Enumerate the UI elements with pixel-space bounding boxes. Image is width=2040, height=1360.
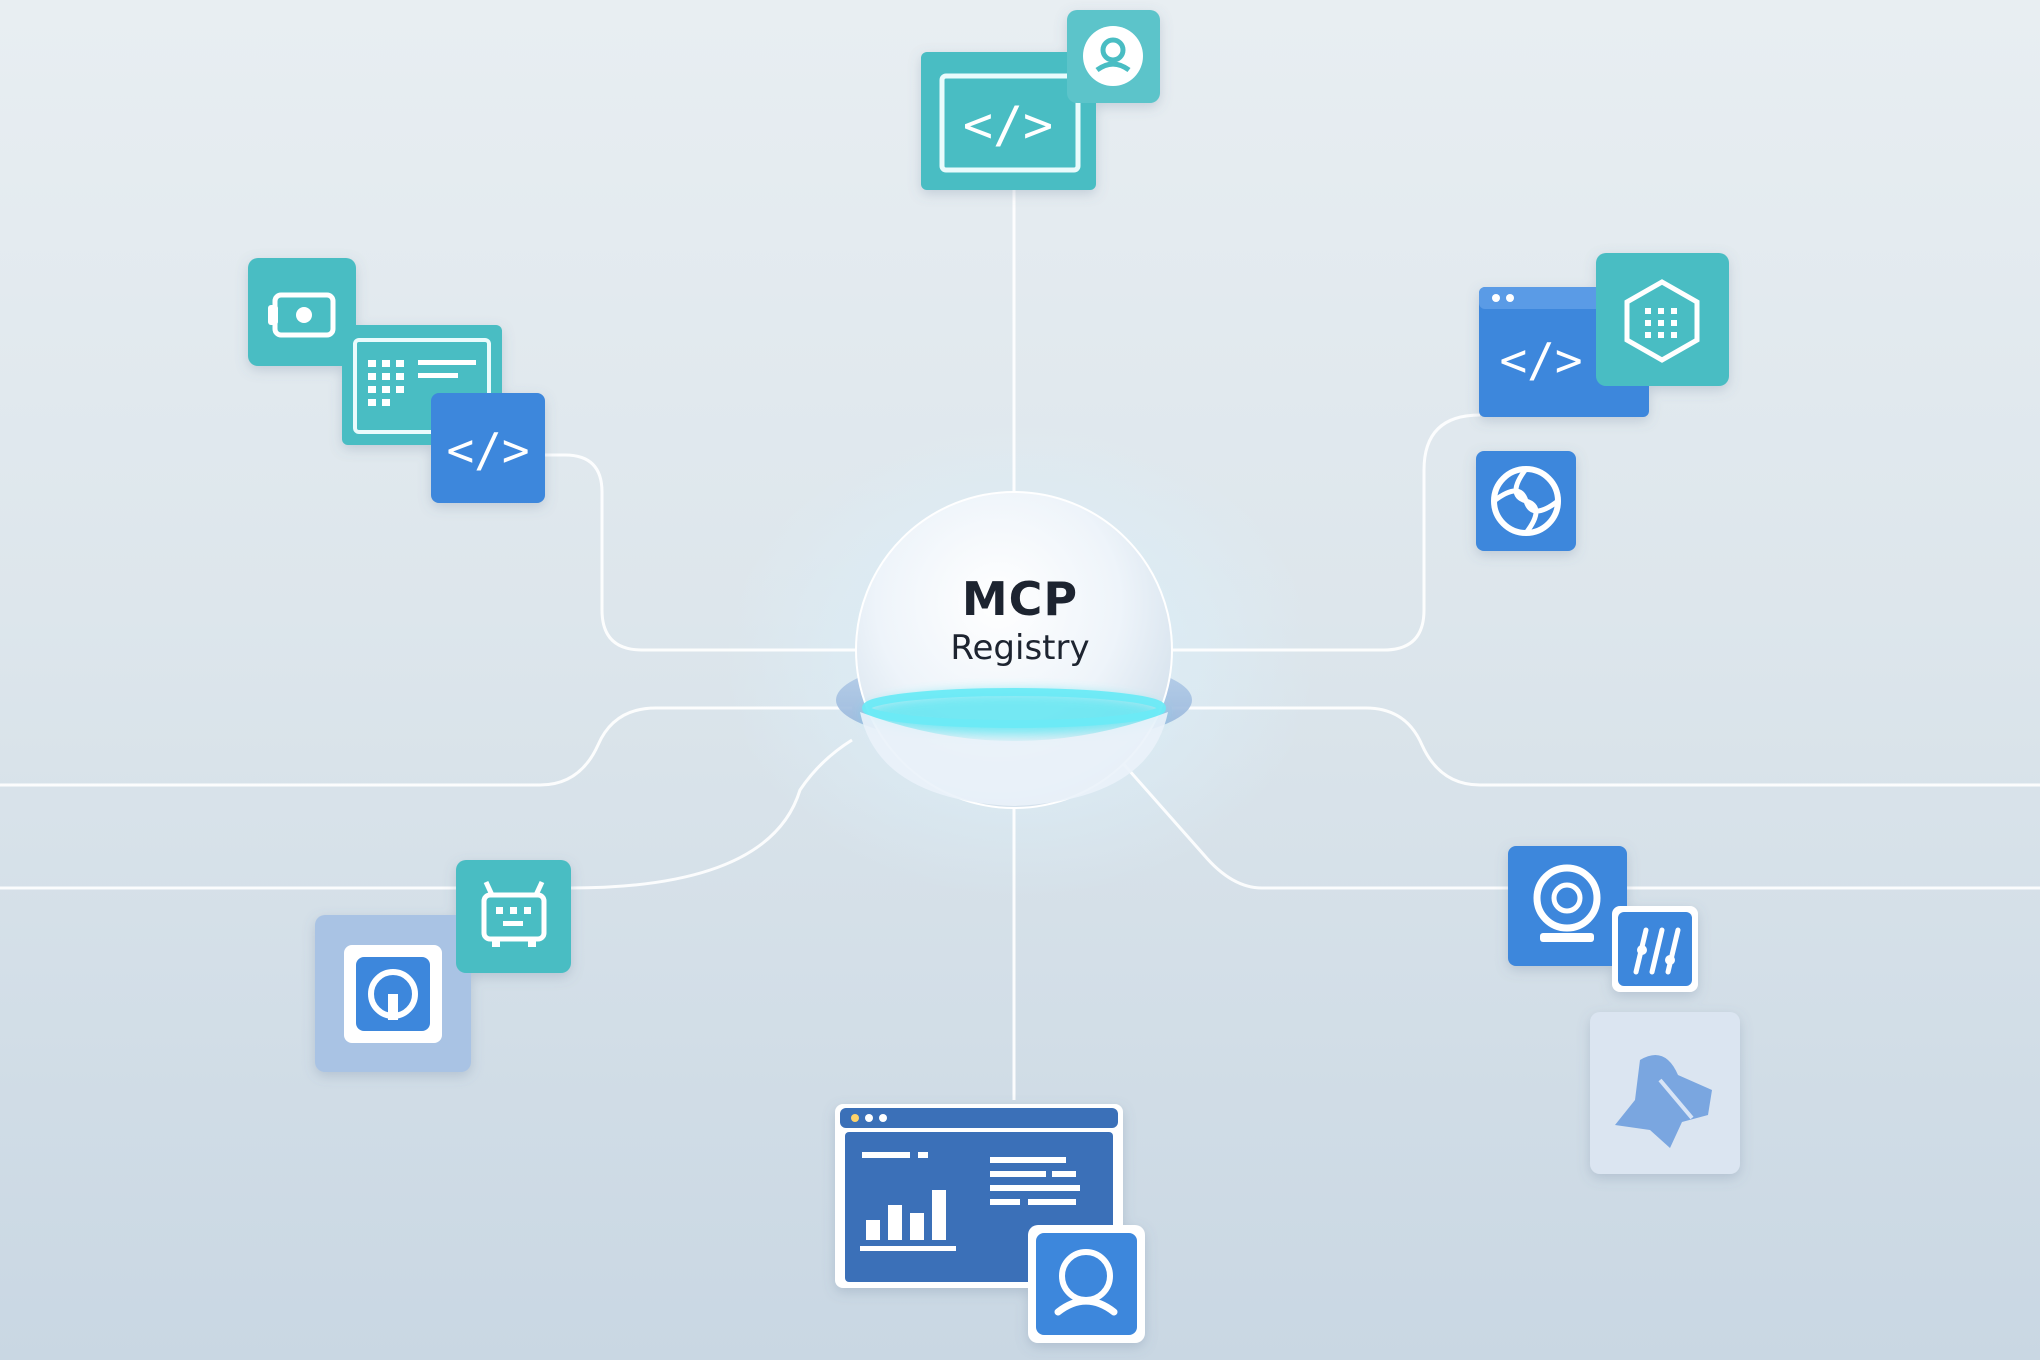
aperture-icon[interactable] [1476,451,1576,551]
connector-lines [0,190,2040,1100]
hub-sphere[interactable] [836,491,1192,809]
code-window-icon[interactable]: </> [921,52,1096,190]
connector-upper-right [1170,413,1481,652]
chat-bubble-icon[interactable] [248,258,356,366]
upper-left-cluster: </> [248,258,545,503]
camera-icon[interactable] [1508,846,1627,966]
connector-lower-left [0,738,853,890]
browser-code-icon-symbol: </> [1499,333,1582,387]
connector-mid-left [0,706,852,787]
bottom-cluster [835,1104,1145,1343]
hub-title-line1: MCP [961,572,1079,626]
hexagon-grid-icon[interactable] [1596,253,1729,386]
connector-upper-left [545,453,862,652]
connector-lower-right [1118,759,2040,890]
code-window-icon[interactable]: </> [431,393,545,503]
robot-icon[interactable] [456,860,571,973]
top-cluster: </> [921,10,1160,190]
user-icon[interactable] [1028,1225,1145,1343]
upper-right-cluster: </> [1476,253,1729,551]
hub-title-line2: Registry [950,628,1090,668]
bird-icon[interactable] [1590,1012,1740,1174]
plug-icon[interactable] [315,915,471,1072]
user-badge-icon[interactable] [1067,10,1160,103]
connector-mid-right [1172,706,2040,787]
lower-right-cluster [1508,846,1740,1174]
sliders-icon[interactable] [1612,906,1698,992]
code-window-icon-symbol: </> [963,96,1053,154]
code-window-icon-symbol: </> [446,423,529,477]
lower-left-cluster [315,860,571,1072]
